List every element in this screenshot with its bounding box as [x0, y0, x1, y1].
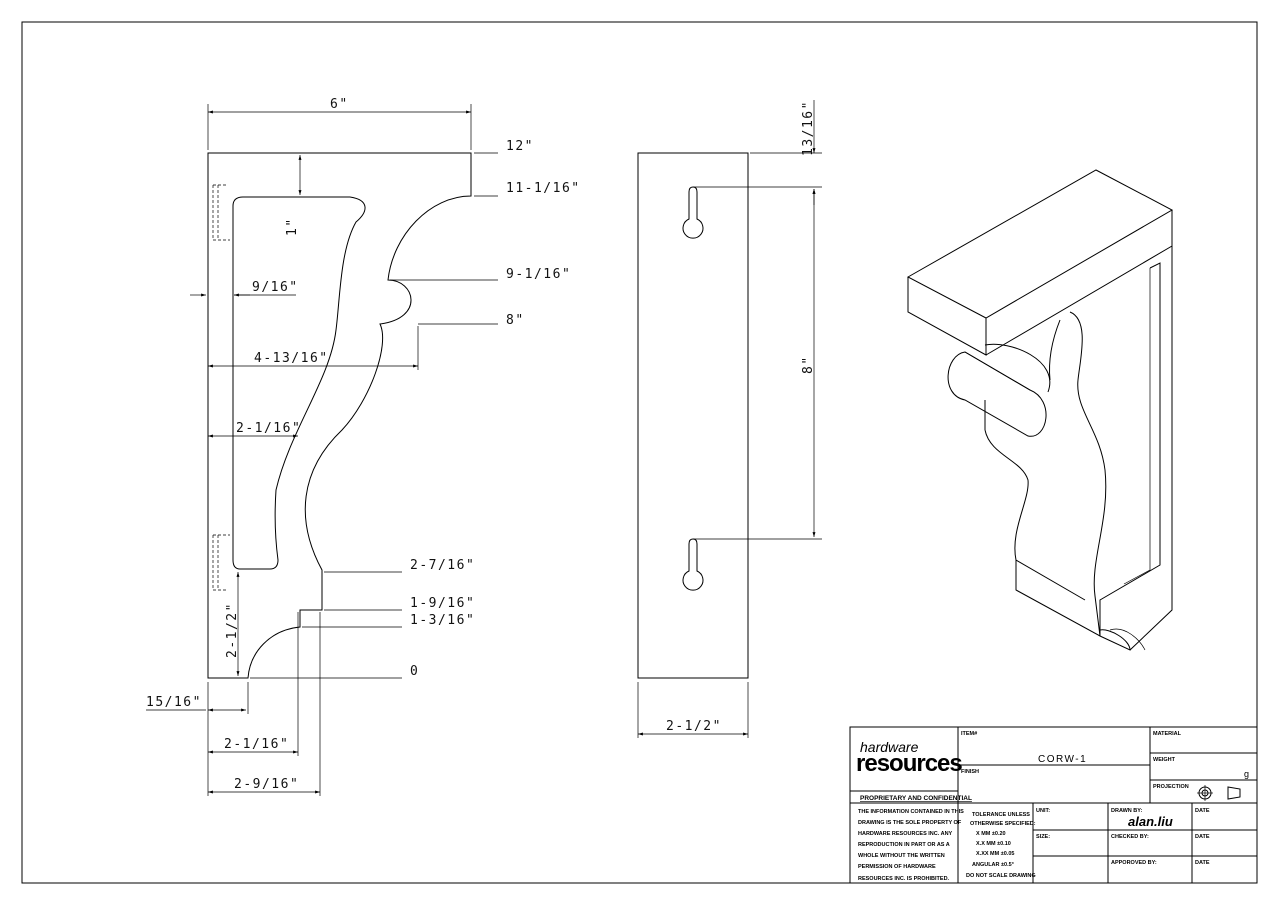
- front-outline: [207, 152, 472, 679]
- item-value: CORW-1: [1038, 754, 1087, 765]
- dim-mark-12: 12": [506, 139, 534, 154]
- approved-by-label: APPOROVED BY:: [1111, 860, 1157, 866]
- checked-by-label: CHECKED BY:: [1111, 834, 1149, 840]
- weight-label: WEIGHT: [1153, 757, 1176, 763]
- front-dimensions: 6" 12" 11-1/16" 9-1/16" 8" 2-7/16" 1-9/1…: [146, 97, 581, 796]
- drawn-by-label: DRAWN BY:: [1111, 808, 1143, 814]
- dim-base-2-9: 2-9/16": [234, 777, 299, 792]
- date-label-2: DATE: [1195, 834, 1210, 840]
- dim-base-2-1: 2-1/16": [224, 737, 289, 752]
- tolerance-line-5: X.XX MM ±0.05: [976, 851, 1014, 857]
- dim-side-width: 2-1/2": [666, 719, 722, 734]
- dim-mark-9: 9-1/16": [506, 267, 571, 282]
- finish-label: FINISH: [961, 769, 979, 775]
- front-recess: [232, 196, 366, 570]
- proprietary-line-1: THE INFORMATION CONTAINED IN THIS: [858, 809, 964, 815]
- tolerance-line-4: X.X MM ±0.10: [976, 841, 1011, 847]
- projection-symbol-icon: [1197, 785, 1241, 801]
- date-label-3: DATE: [1195, 860, 1210, 866]
- proprietary-line-5: WHOLE WITHOUT THE WRITTEN: [858, 853, 945, 859]
- tolerance-line-6: ANGULAR ±0.5°: [972, 862, 1014, 868]
- proprietary-line-6: PERMISSION OF HARDWARE: [858, 864, 936, 870]
- dim-depth-2-1-mid: 2-1/16": [236, 421, 301, 436]
- dim-side-top-offset: 13/16": [801, 100, 816, 156]
- proprietary-line-4: REPRODUCTION IN PART OR AS A: [858, 842, 950, 848]
- size-label: SIZE:: [1036, 834, 1050, 840]
- dim-mark-1-3: 1-3/16": [410, 613, 475, 628]
- proprietary-line-2: DRAWING IS THE SOLE PROPERTY OF: [858, 820, 962, 826]
- dim-mark-2-7: 2-7/16": [410, 558, 475, 573]
- dim-mark-11: 11-1/16": [506, 181, 581, 196]
- tolerance-line-3: X MM ±0.20: [976, 831, 1006, 837]
- proprietary-line-3: HARDWARE RESOURCES INC. ANY: [858, 831, 953, 837]
- isometric-view: [906, 169, 1174, 651]
- dim-top-width: 6": [330, 97, 349, 112]
- drawn-by-value: alan.liu: [1128, 814, 1173, 829]
- title-block: hardware resources ITEM# CORW-1 FINISH M…: [849, 726, 1258, 884]
- dim-recess-depth: 1": [285, 217, 300, 236]
- dim-height-2-1-2: 2-1/2": [225, 602, 240, 658]
- tolerance-line-1: TOLERANCE UNLESS: [972, 812, 1030, 818]
- date-label-1: DATE: [1195, 808, 1210, 814]
- dim-side-keyhole-spacing: 8": [801, 355, 816, 374]
- side-dimensions: 13/16" 8" 2-1/2": [637, 100, 822, 738]
- dim-mark-1-9: 1-9/16": [410, 596, 475, 611]
- dim-mark-0: 0: [410, 664, 419, 679]
- logo-hardware: hardware: [860, 739, 919, 755]
- item-label: ITEM#: [961, 731, 977, 737]
- sheet-border: [21, 21, 1258, 884]
- dim-depth-4-13: 4-13/16": [254, 351, 329, 366]
- hidden-slot-top: [212, 184, 230, 241]
- dim-mark-8: 8": [506, 313, 525, 328]
- material-label: MATERIAL: [1153, 731, 1182, 737]
- hidden-slot-bottom: [212, 534, 230, 591]
- dim-inset: 9/16": [252, 280, 299, 295]
- weight-value: g: [1244, 769, 1249, 779]
- tolerance-line-2: OTHERWISE SPECIFIED:: [970, 821, 1036, 827]
- keyhole-bottom: [682, 538, 704, 591]
- proprietary-heading: PROPRIETARY AND CONFIDENTIAL: [860, 795, 972, 802]
- side-outline: [637, 152, 749, 679]
- dim-offset-15-16: 15/16": [146, 695, 202, 710]
- unit-label: UNIT:: [1036, 808, 1050, 814]
- front-view: [207, 152, 472, 679]
- projection-label: PROJECTION: [1153, 784, 1189, 790]
- proprietary-line-7: RESOURCES INC. IS PROHIBITED.: [858, 876, 950, 882]
- logo-resources: resources: [856, 750, 962, 777]
- tolerance-line-7: DO NOT SCALE DRAWING: [966, 873, 1036, 879]
- keyhole-top: [682, 186, 704, 239]
- side-view: [637, 152, 749, 679]
